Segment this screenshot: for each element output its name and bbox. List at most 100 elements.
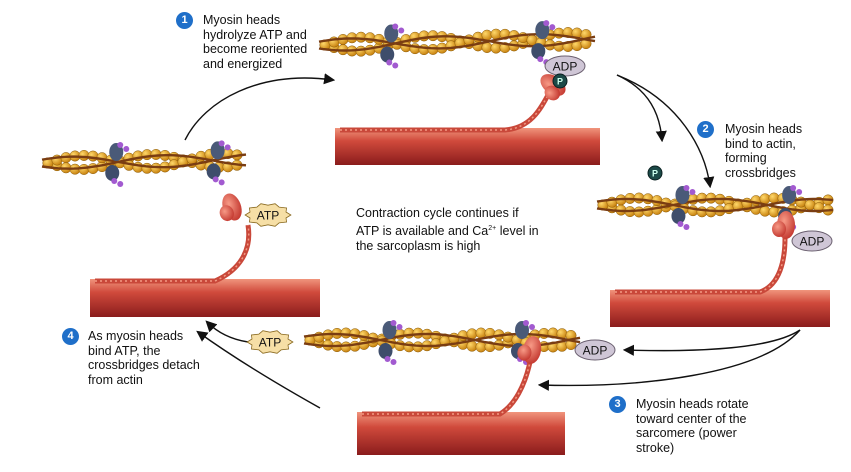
troponin-dot	[218, 179, 225, 186]
troponin-dot	[212, 176, 219, 183]
text-line: ATP is available and Ca2+ level in	[356, 221, 606, 239]
phosphate-label: P	[557, 77, 563, 87]
text: ATP is available and Ca	[356, 224, 489, 239]
actin-bead	[87, 150, 99, 162]
troponin-complex	[378, 320, 403, 365]
myosin-molecule	[95, 193, 252, 284]
phosphate-circle	[647, 165, 663, 181]
myosin-head-lobe	[772, 221, 786, 237]
tropomyosin-strand	[318, 35, 596, 52]
adp-ellipse	[791, 230, 833, 252]
actin-bead	[87, 163, 99, 174]
troponin-dot	[392, 23, 399, 30]
myosin-head-lobe	[544, 85, 560, 101]
troponin-dot	[543, 20, 550, 27]
actin-filament	[41, 140, 247, 187]
step-badge-4: 4	[62, 328, 79, 345]
step-badge-3: 3	[609, 396, 626, 413]
troponin-dot	[224, 144, 231, 151]
actin-bead	[642, 193, 654, 205]
troponin	[206, 163, 221, 180]
actin-filament	[318, 20, 596, 69]
troponin-dot	[384, 356, 391, 362]
atp-burst	[244, 203, 292, 227]
adp-molecule: ADP	[574, 339, 616, 361]
troponin	[105, 164, 120, 181]
troponin-dot	[790, 185, 797, 191]
myosin-molecule	[615, 211, 795, 295]
myosin-tail	[615, 237, 788, 295]
tropomyosin-strand	[41, 153, 247, 169]
adp-label: ADP	[583, 344, 608, 358]
text-line: crossbridges	[725, 165, 796, 180]
actin-bead	[349, 328, 361, 340]
adp-label: ADP	[553, 60, 578, 74]
troponin-dot	[683, 224, 690, 230]
troponin	[380, 46, 395, 63]
thick-filament	[610, 290, 830, 327]
thick-filament	[90, 279, 320, 317]
arrow-2b	[616, 74, 715, 189]
actin-bead	[349, 340, 361, 352]
actin-bead	[481, 29, 493, 41]
myosin-head-lobe	[219, 205, 234, 222]
adp-label: ADP	[800, 235, 825, 249]
troponin-dot	[218, 140, 225, 147]
text-line: the sarcoplasm is high	[356, 239, 481, 254]
phosphate: P	[647, 165, 663, 181]
text-line: and energized	[203, 56, 283, 71]
troponin-dot	[689, 189, 696, 195]
troponin-dot	[549, 24, 556, 31]
text-line: sarcomere (power	[636, 426, 737, 440]
troponin-dot	[523, 320, 529, 326]
text-line: stroke)	[636, 440, 675, 455]
troponin	[378, 343, 393, 359]
arrow-3b	[537, 329, 801, 391]
myosin-head-lobe	[517, 344, 532, 361]
myosin-head	[772, 211, 795, 239]
troponin-dot	[537, 56, 544, 63]
myosin-head	[219, 193, 242, 222]
troponin-dot	[677, 221, 684, 227]
phosphate: P	[552, 73, 568, 89]
text-line: As myosin heads	[88, 329, 184, 343]
troponin-complex	[105, 141, 130, 187]
troponin-dot	[117, 180, 124, 187]
myosin-tail	[340, 93, 551, 133]
atp-label: ATP	[257, 209, 279, 223]
atp-burst	[246, 330, 294, 354]
text-line: Myosin heads rotate	[636, 397, 749, 411]
text: level in	[496, 224, 539, 239]
text-line: bind ATP, the	[88, 343, 161, 358]
troponin-dot	[398, 27, 405, 34]
thick-filament	[357, 412, 565, 455]
step-badge-1: 1	[176, 12, 193, 29]
adp-molecule: ADP	[791, 230, 833, 252]
text-line: bind to actin,	[725, 136, 796, 151]
step-badge-2: 2	[697, 121, 714, 138]
troponin-dot	[390, 359, 397, 365]
troponin	[531, 43, 546, 60]
myosin-tail	[95, 224, 252, 284]
atp-molecule: ATP	[244, 203, 292, 227]
arrow-4b	[205, 320, 249, 343]
myosin-tail-stripe	[340, 94, 549, 131]
adp-ellipse	[574, 339, 616, 361]
superscript: 2+	[488, 225, 497, 232]
troponin-dot	[529, 324, 535, 330]
text-line: hydrolyze ATP and	[203, 27, 307, 42]
text-line: Myosin heads	[203, 13, 281, 27]
myosin-tail-stripe	[362, 361, 531, 415]
troponin-dot	[111, 177, 118, 184]
arrow-1	[184, 73, 336, 141]
actin-bead	[642, 205, 654, 217]
troponin-dot	[396, 324, 403, 330]
actin-bead	[364, 32, 376, 44]
troponin-dot	[796, 189, 803, 195]
troponin-complex	[380, 23, 405, 69]
phosphate-label: P	[652, 169, 658, 179]
